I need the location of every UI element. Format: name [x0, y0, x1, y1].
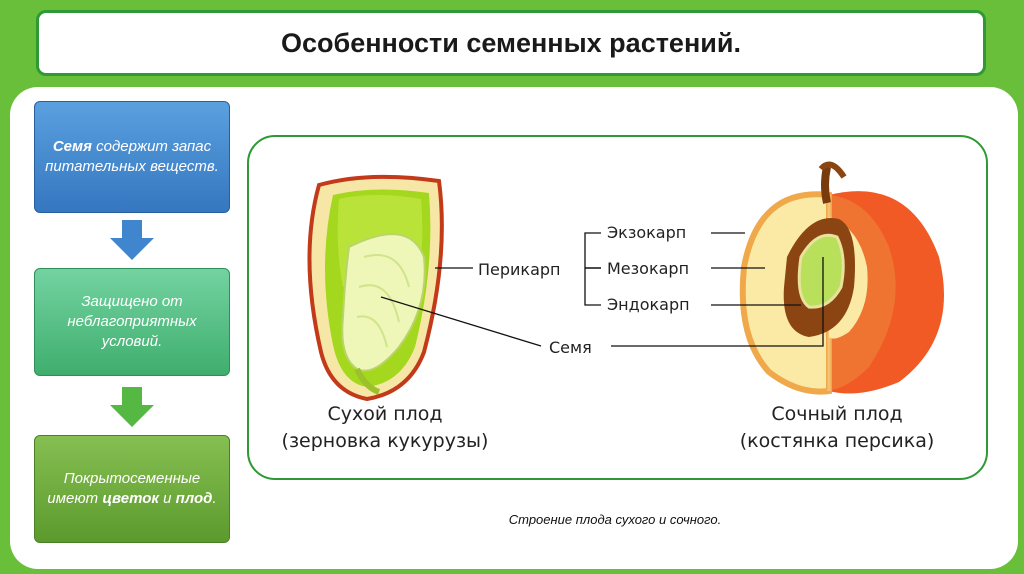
title-box: Особенности семенных растений.	[36, 10, 986, 76]
pericarp-label: Перикарп	[478, 260, 561, 279]
step-3-suffix: .	[212, 490, 217, 507]
step-protection: Защищено от неблагоприятных условий.	[34, 268, 230, 376]
fruit-diagram-frame: Перикарп Экзокарп Мезокарп Эндокарп Семя…	[247, 135, 988, 480]
peach-illustration	[739, 161, 944, 395]
step-seed-nutrients: Семя содержит запас питательных веществ.	[34, 101, 230, 213]
step-angiosperms: Покрытосеменные имеют цветок и плод.	[34, 435, 230, 543]
leader-lines	[380, 232, 824, 347]
fruit-diagram: Перикарп Экзокарп Мезокарп Эндокарп Семя…	[282, 161, 944, 452]
page-title: Особенности семенных растений.	[281, 27, 741, 58]
step-3-prefix: Покрытосеменные имеют	[47, 470, 201, 507]
step-3-bold-fruit: плод	[175, 490, 213, 507]
dry-fruit-example: (зерновка кукурузы)	[282, 430, 489, 452]
juicy-fruit-label: Сочный плод	[771, 403, 902, 425]
arrow-down-icon	[110, 387, 154, 427]
exocarp-label: Экзокарп	[607, 223, 686, 242]
step-3-mid: и	[158, 490, 176, 507]
seed-label: Семя	[549, 338, 592, 357]
step-1-text: содержит запас питательных веществ.	[45, 138, 219, 175]
figure-caption: Строение плода сухого и сочного.	[508, 512, 722, 527]
step-2-text: Защищено от неблагоприятных условий.	[67, 293, 197, 350]
arrow-down-icon	[110, 220, 154, 260]
endocarp-label: Эндокарп	[607, 295, 690, 314]
step-3-bold-flower: цветок	[102, 490, 159, 507]
corn-kernel-illustration	[307, 174, 444, 402]
mesocarp-label: Мезокарп	[607, 259, 689, 278]
juicy-fruit-example: (костянка персика)	[740, 430, 935, 452]
dry-fruit-label: Сухой плод	[327, 403, 442, 425]
step-1-bold: Семя	[52, 138, 92, 155]
